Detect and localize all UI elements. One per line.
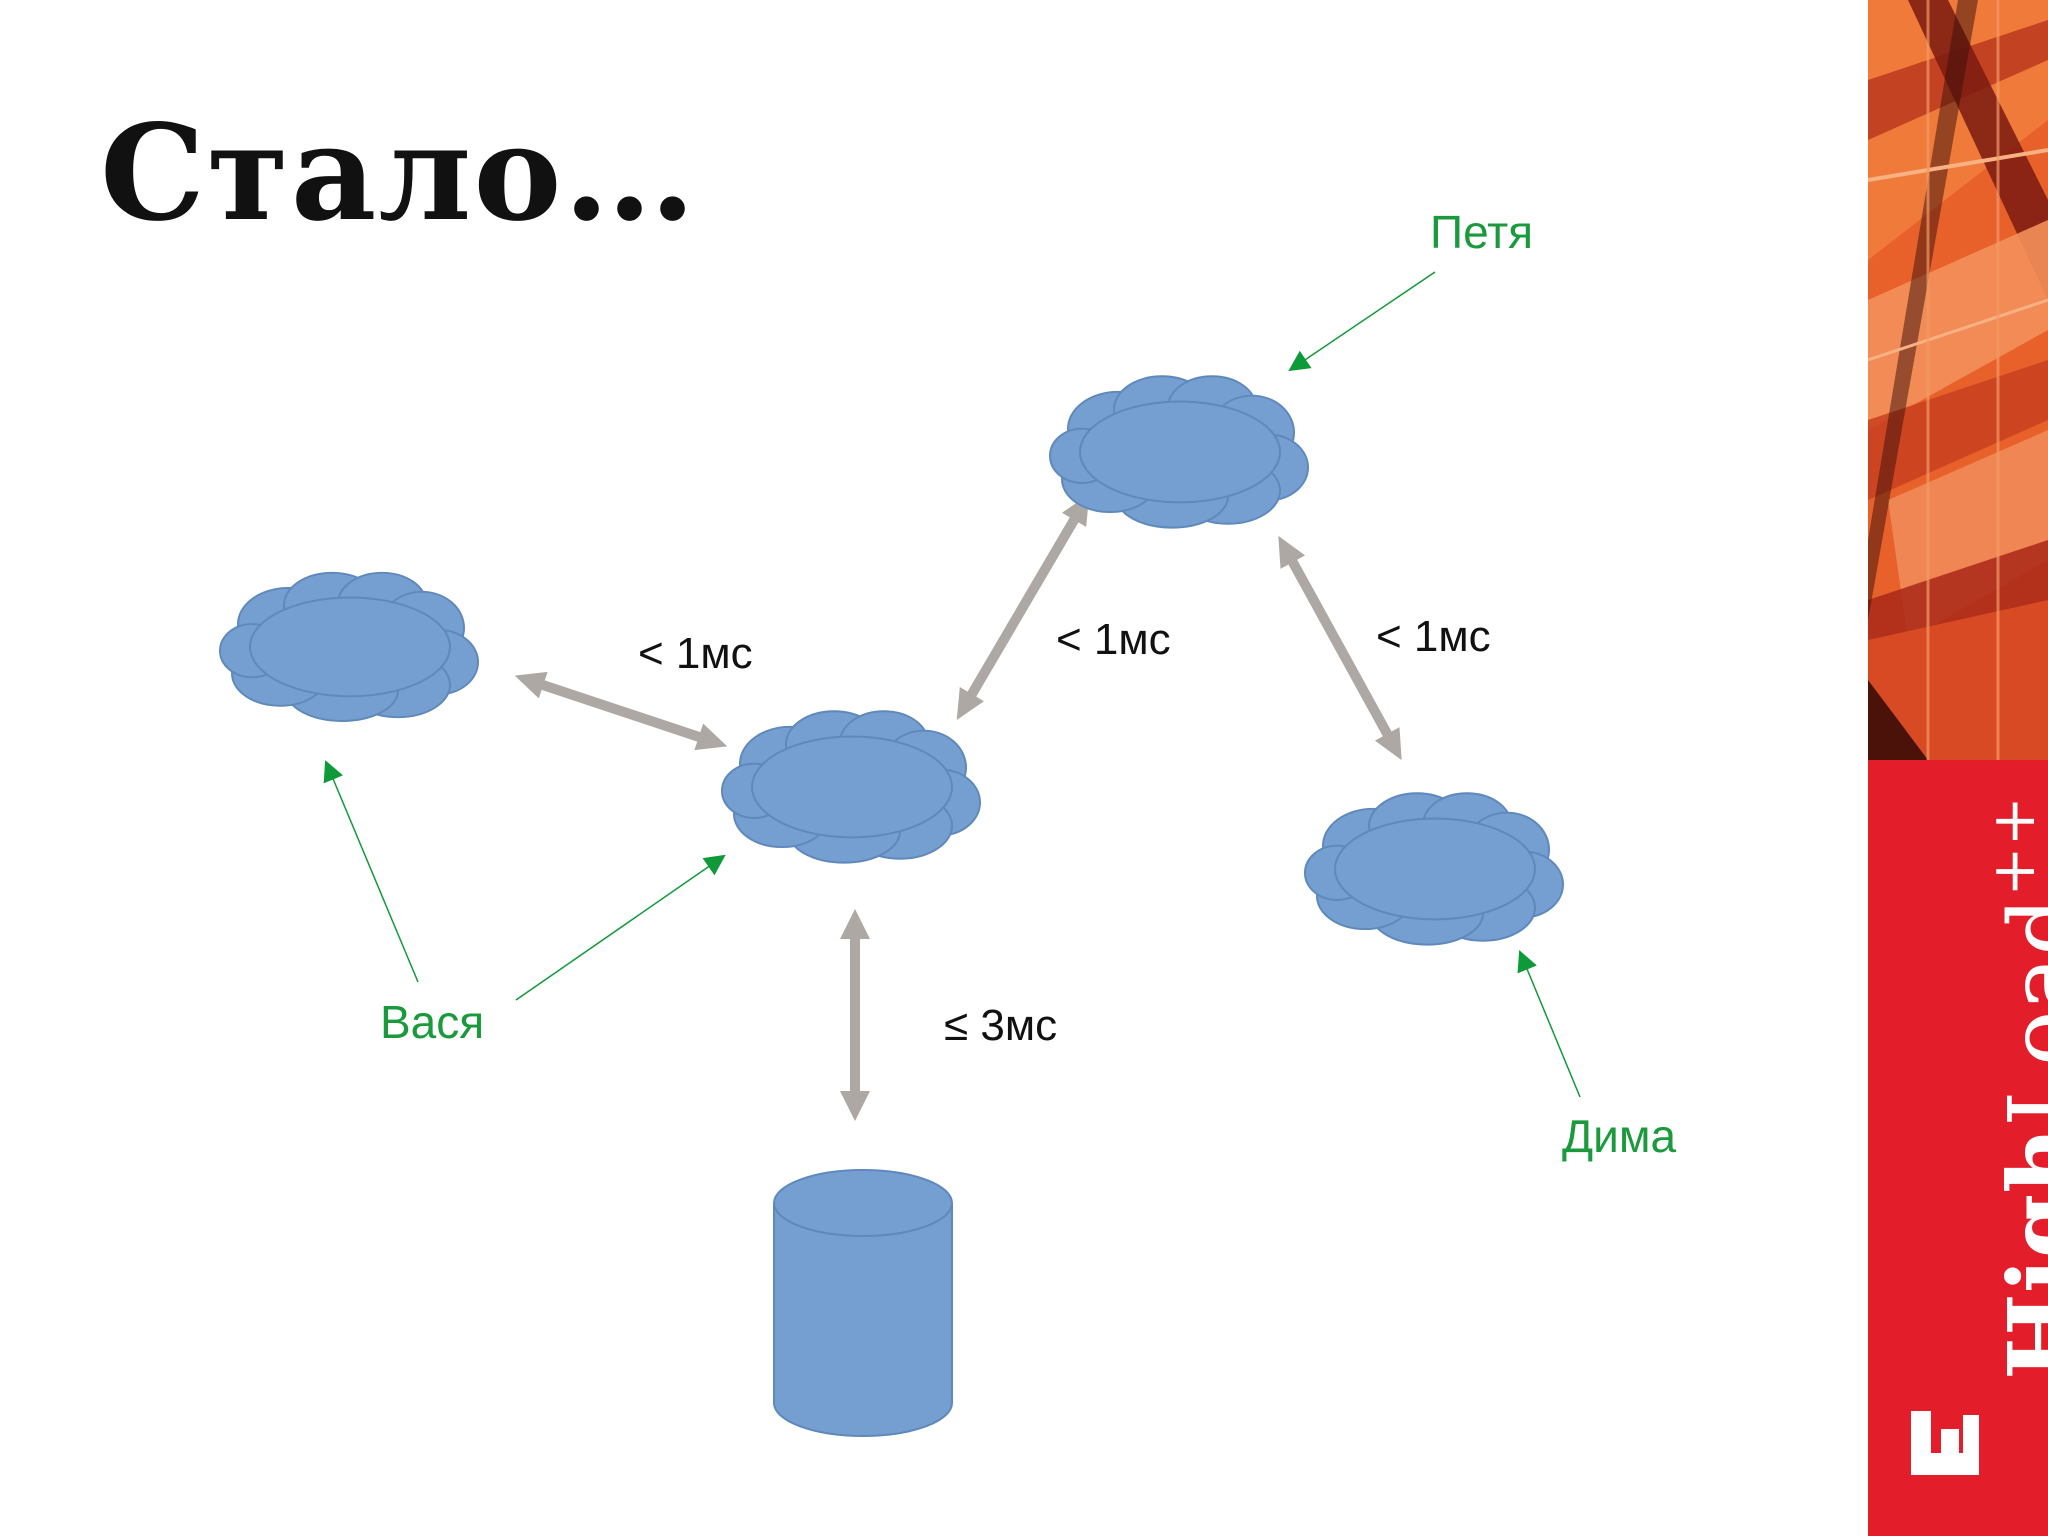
link-arrows xyxy=(514,494,1402,1121)
highload-logo-icon xyxy=(1911,1411,1979,1475)
user-label-petya: Петя xyxy=(1430,206,1533,258)
slide-title: Стало… xyxy=(100,96,698,251)
cloud-right xyxy=(1304,792,1564,946)
user-arrow-dima xyxy=(1517,950,1581,1098)
brand-word-load: Load xyxy=(1989,896,2048,1127)
cloud-left xyxy=(219,571,479,722)
user-arrow-petya xyxy=(1288,271,1436,372)
cloud-top xyxy=(1049,375,1309,529)
brand-panel xyxy=(1868,760,2048,1536)
link-arrow-center-top xyxy=(956,494,1090,720)
link-arrow-top-right xyxy=(1278,535,1402,761)
user-arrow-vasya-center xyxy=(515,854,726,1001)
brand-suffix: ++ xyxy=(1979,796,2048,897)
latency-label-center-db: ≤ 3мс xyxy=(944,1001,1057,1050)
database-cylinder xyxy=(773,1169,953,1437)
latency-label-center-top: < 1мс xyxy=(1056,615,1171,664)
brand-word-high: High xyxy=(1988,1126,2048,1380)
cloud-center xyxy=(721,710,981,864)
user-arrow-vasya-left xyxy=(323,760,419,983)
user-label-vasya: Вася xyxy=(380,996,484,1048)
brand-wordmark: HighLoad++ xyxy=(1979,796,2048,1380)
latency-label-left-center: < 1мс xyxy=(638,629,753,678)
clouds xyxy=(219,375,1564,946)
sidebar-pattern xyxy=(1868,0,2048,760)
link-arrow-left-center xyxy=(514,671,728,751)
user-label-dima: Дима xyxy=(1562,1110,1676,1162)
latency-label-top-right: < 1мс xyxy=(1376,612,1491,661)
user-arrows xyxy=(323,271,1581,1098)
link-arrow-center-db xyxy=(840,909,870,1121)
